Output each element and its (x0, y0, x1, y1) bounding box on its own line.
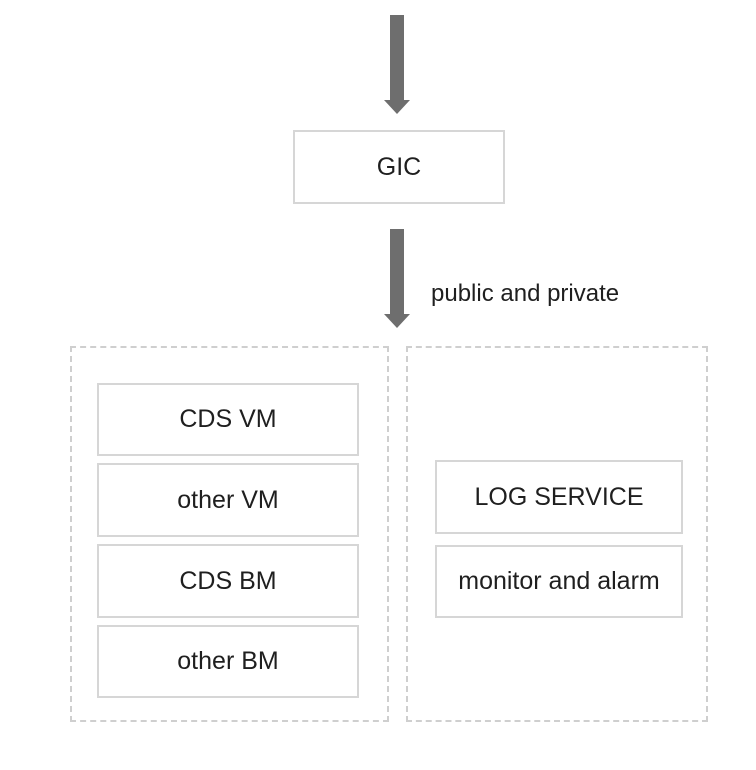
incoming-arrow-head (384, 100, 410, 114)
gic-node: GIC (293, 130, 505, 204)
log-service-node: LOG SERVICE (435, 460, 683, 534)
services-group (406, 346, 708, 722)
other-vm-node: other VM (97, 463, 359, 537)
cds-bm-label: CDS BM (179, 566, 277, 595)
gic-node-label: GIC (376, 152, 422, 181)
other-bm-node: other BM (97, 625, 359, 698)
cds-bm-node: CDS BM (97, 544, 359, 618)
cds-vm-label: CDS VM (179, 405, 277, 433)
incoming-arrow-shaft (390, 15, 404, 101)
other-bm-label: other BM (177, 647, 279, 675)
monitor-alarm-label: monitor and alarm (458, 567, 660, 595)
cds-vm-node: CDS VM (97, 383, 359, 456)
compute-group (70, 346, 389, 722)
public-private-label: public and private (431, 280, 620, 307)
other-vm-label: other VM (177, 485, 279, 514)
monitor-alarm-node: monitor and alarm (435, 545, 683, 618)
gic-arrow-shaft (390, 229, 404, 315)
log-service-label: LOG SERVICE (474, 482, 644, 511)
gic-arrow-head (384, 314, 410, 328)
